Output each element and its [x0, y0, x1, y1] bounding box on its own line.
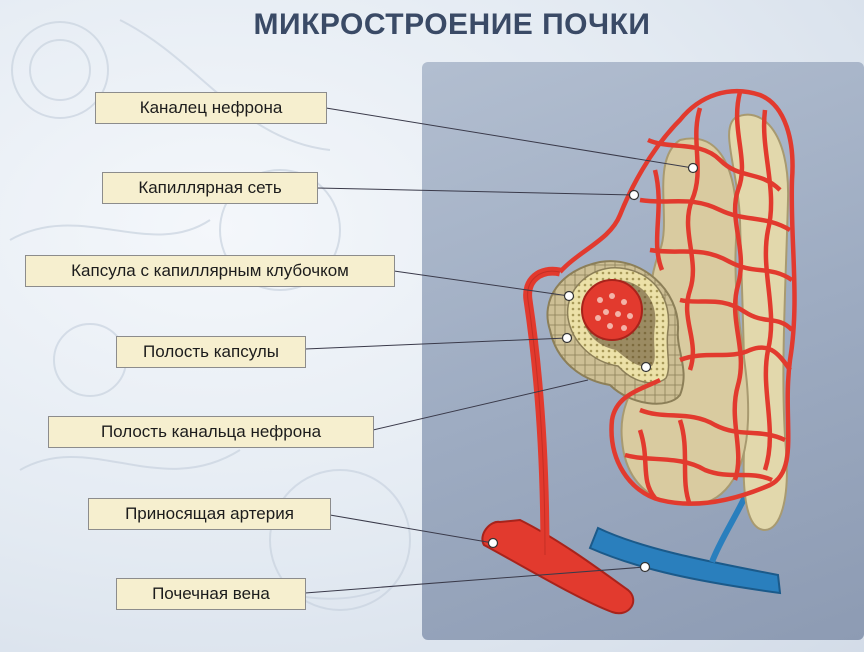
label-capsule-glomerulus: Капсула с капиллярным клубочком: [25, 255, 395, 287]
label-capsule-cavity: Полость капсулы: [116, 336, 306, 368]
label-nephron-tubule: Каналец нефрона: [95, 92, 327, 124]
leader-lines: [304, 107, 694, 594]
page-title: МИКРОСТРОЕНИЕ ПОЧКИ: [253, 8, 651, 41]
pointer-dot-renal-vein: [639, 561, 651, 573]
pointer-dot-afferent-artery: [487, 537, 499, 549]
pointer-dot-tubule-cavity: [640, 361, 652, 373]
pointer-dot-nephron-tubule: [687, 162, 699, 174]
pointer-dot-capillary-network: [628, 189, 640, 201]
pointer-dot-capsule-glomerulus: [563, 290, 575, 302]
label-capillary-network: Капиллярная сеть: [102, 172, 318, 204]
pointer-dot-capsule-cavity: [561, 332, 573, 344]
capsule-shape: [546, 260, 685, 405]
label-tubule-cavity: Полость канальца нефрона: [48, 416, 374, 448]
afferent-artery-shape: [481, 266, 635, 615]
label-renal-vein: Почечная вена: [116, 578, 306, 610]
label-afferent-artery: Приносящая артерия: [88, 498, 331, 530]
capillary-network-shape: [558, 89, 797, 506]
